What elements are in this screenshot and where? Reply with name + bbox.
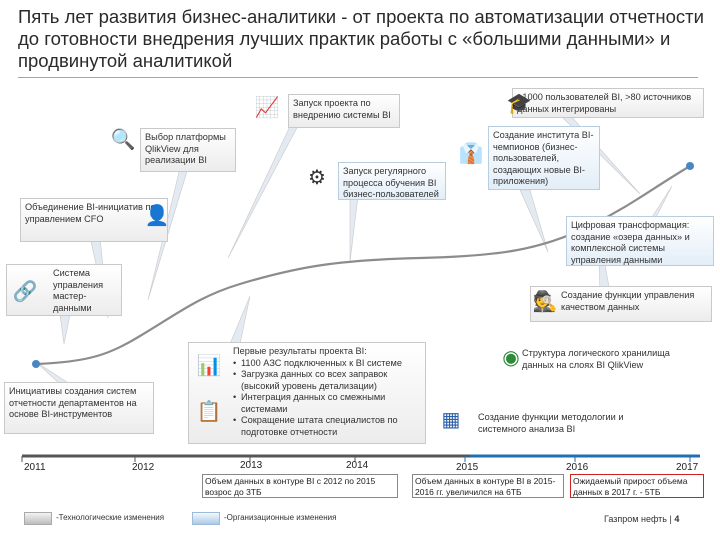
champions-text: Создание института BI-чемпионов (бизнес-…	[493, 130, 594, 186]
year-2014: 2014	[346, 460, 369, 471]
report-icon: 📋	[196, 401, 222, 423]
legend-tech-text: -Технологические изменения	[56, 513, 165, 522]
curve-start-dot	[32, 360, 40, 368]
year-2012: 2012	[132, 462, 155, 473]
volume-2015-2016: Объем данных в контуре BI в 2015-2016 гг…	[412, 474, 564, 498]
legend-org-text: -Организационные изменения	[224, 513, 337, 522]
chart-magnifier-icon: 🔍	[110, 129, 136, 151]
qlik-logo-icon: ◉	[502, 347, 520, 369]
callout-first-results: Первые результаты проекта BI: 1100 АЗС п…	[188, 342, 426, 444]
volume-2017-expected: Ожидаемый прирост объема данных в 2017 г…	[570, 474, 704, 498]
graduate-icon: 🎓	[506, 93, 532, 115]
methodology-text: Создание функции методологии и системног…	[478, 412, 624, 434]
year-2017: 2017	[676, 462, 699, 473]
first-results-item: 1100 АЗС подключенных к BI системе	[233, 358, 421, 370]
callout-digital: Цифровая трансформация: создание «озера …	[566, 216, 714, 266]
tail-training	[349, 195, 359, 263]
qlik-choice-text: Выбор платформы QlikView для реализации …	[145, 132, 226, 165]
callout-training: Запуск регулярного процесса обучения BI …	[338, 162, 446, 200]
callout-champions: Создание института BI-чемпионов (бизнес-…	[488, 126, 600, 190]
training-text: Запуск регулярного процесса обучения BI …	[343, 166, 439, 199]
first-results-title: Первые результаты проекта BI:	[233, 346, 367, 356]
callout-qlik-choice: Выбор платформы QlikView для реализации …	[140, 128, 236, 172]
footer-page-number: 4	[674, 514, 680, 524]
gears-person-icon: ⚙	[308, 167, 326, 189]
dq-text: Создание функции управления качеством да…	[561, 290, 695, 312]
circuit-board-icon: ▦	[441, 409, 461, 431]
callout-users-sources: >1000 пользователей BI, >80 источников д…	[512, 88, 704, 118]
first-results-item: Загрузка данных со всех заправок (высоки…	[233, 369, 421, 392]
tail-initiatives	[35, 361, 72, 385]
first-results-item: Интеграция данных со смежными системами	[233, 392, 421, 415]
users-sources-text: >1000 пользователей BI, >80 источников д…	[517, 92, 692, 114]
year-2013: 2013	[240, 460, 263, 471]
network-people-icon: 🔗	[12, 281, 38, 303]
page-title: Пять лет развития бизнес-аналитики - от …	[18, 6, 704, 71]
callout-masterdata: Система управления мастер-данными	[6, 264, 122, 316]
year-2016: 2016	[566, 462, 589, 473]
footer-separator: |	[669, 514, 675, 524]
tail-launch	[227, 121, 301, 259]
logical-store-text: Структура логического хранилища данных н…	[522, 348, 670, 370]
tail-masterdata	[59, 314, 71, 345]
manager-icon: 👤	[144, 205, 170, 227]
tail-champions	[519, 189, 549, 253]
year-2015: 2015	[456, 462, 479, 473]
tail-results	[229, 295, 251, 345]
legend-org-swatch	[192, 512, 220, 525]
callout-launch-project: Запуск проекта по внедрению системы BI	[288, 94, 400, 128]
cfo-text: Объединение BI-инициатив под управлением…	[25, 202, 161, 224]
first-results-list: 1100 АЗС подключенных к BI системе Загру…	[233, 358, 421, 439]
volume-2012-2015: Объем данных в контуре BI с 2012 по 2015…	[202, 474, 398, 498]
initiatives-text: Инициативы создания систем отчетности де…	[9, 386, 137, 419]
digital-text: Цифровая трансформация: создание «озера …	[571, 220, 690, 265]
callout-cfo: Объединение BI-инициатив под управлением…	[20, 198, 168, 242]
inspector-icon: 🕵	[532, 291, 558, 313]
chart-pencil-icon: 📈	[254, 97, 280, 119]
masterdata-text: Система управления мастер-данными	[53, 268, 104, 313]
callout-initiatives: Инициативы создания систем отчетности де…	[4, 382, 154, 434]
year-2011: 2011	[24, 462, 46, 473]
bar-chart-icon: 📊	[196, 355, 222, 377]
businessman-icon: 👔	[458, 143, 484, 165]
footer: Газпром нефть | 4	[604, 514, 679, 524]
callout-dq: Создание функции управления качеством да…	[530, 286, 712, 322]
title-divider	[18, 77, 698, 78]
first-results-item: Сокращение штата специалистов по подгото…	[233, 415, 421, 438]
curve-end-dot	[686, 162, 694, 170]
footer-company: Газпром нефть	[604, 514, 667, 524]
launch-project-text: Запуск проекта по внедрению системы BI	[293, 98, 391, 120]
legend-tech-swatch	[24, 512, 52, 525]
